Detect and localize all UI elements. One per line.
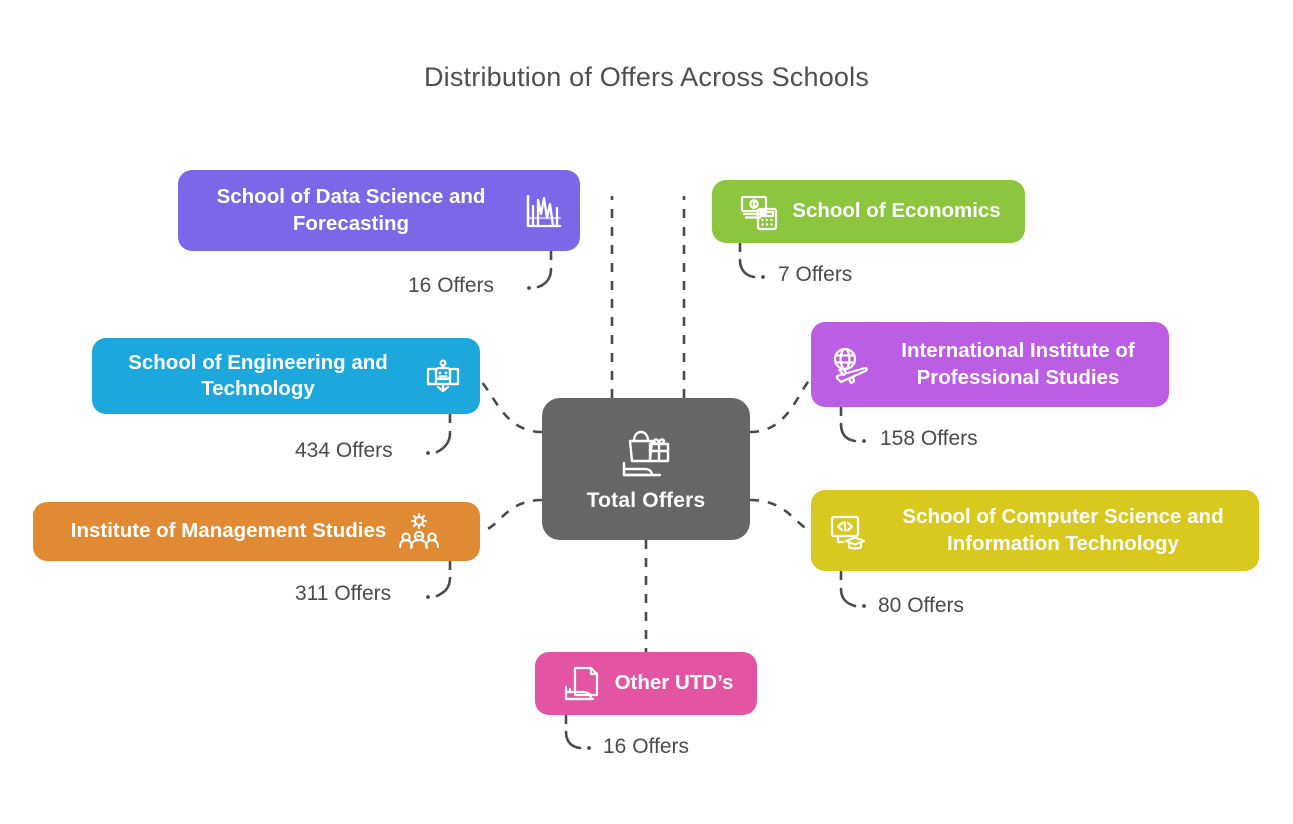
offer-count-cs: 80 Offers <box>878 594 964 617</box>
hook-utd <box>564 730 582 750</box>
team-gear-icon <box>396 509 442 555</box>
connector-ims-trunk <box>479 498 543 534</box>
node-label-dsf: School of Data Science and Forecasting <box>216 185 486 235</box>
dot-set <box>426 451 430 455</box>
node-label-iips: International Institute of Professional … <box>901 339 1135 389</box>
hook-set <box>435 431 452 454</box>
bar-chart-icon <box>520 188 566 234</box>
dot-eco <box>761 275 765 279</box>
node-school-of-data-science-and-forecasting[interactable]: School of Data Science and Forecasting <box>178 170 580 251</box>
offer-count-iips: 158 Offers <box>880 427 978 450</box>
center-node-total-offers[interactable]: Total Offers <box>542 398 750 540</box>
center-node-label: Total Offers <box>586 489 706 512</box>
node-label-utd: Other UTD’s <box>614 671 734 695</box>
document-desk-icon <box>559 661 605 707</box>
node-school-of-economics[interactable]: School of Economics <box>712 180 1025 243</box>
node-other-utds[interactable]: Other UTD’s <box>535 652 757 715</box>
node-label-ims: Institute of Management Studies <box>70 519 387 543</box>
node-label-set: School of Engineering and Technology <box>128 350 388 400</box>
dot-iips <box>862 439 866 443</box>
offer-count-set: 434 Offers <box>295 439 393 462</box>
offer-count-ims: 311 Offers <box>295 582 392 605</box>
code-graduation-icon <box>825 508 871 554</box>
money-calculator-icon <box>736 189 782 235</box>
hook-cs <box>839 587 857 608</box>
node-institute-of-management-studies[interactable]: Institute of Management Studies <box>33 502 480 561</box>
connector-cs-trunk <box>749 498 812 533</box>
node-school-of-computer-science-and-information-technology[interactable]: School of Computer Science and Informati… <box>811 490 1259 571</box>
node-school-of-engineering-and-technology[interactable]: School of Engineering and Technology <box>92 338 480 414</box>
node-label-cs: School of Computer Science and Informati… <box>902 505 1224 555</box>
offer-count-utd: 16 Offers <box>603 735 689 758</box>
hook-dsf <box>536 267 553 289</box>
hook-ims <box>435 576 452 598</box>
hook-eco <box>738 258 756 279</box>
dot-utd <box>587 746 591 750</box>
robot-book-icon <box>420 353 466 399</box>
offer-count-eco: 7 Offers <box>778 263 853 286</box>
offer-count-dsf: 16 Offers <box>408 274 494 297</box>
page-title: Distribution of Offers Across Schools <box>423 62 870 92</box>
node-label-eco: School of Economics <box>792 199 1001 223</box>
hook-iips <box>839 422 857 443</box>
connector-set-trunk <box>479 379 543 434</box>
dot-cs <box>862 604 866 608</box>
connector-iips-trunk <box>749 377 813 434</box>
globe-plane-icon <box>825 342 871 388</box>
dot-dsf <box>527 286 531 290</box>
node-international-institute-of-professional-studies[interactable]: International Institute of Professional … <box>811 322 1169 407</box>
dot-ims <box>426 595 430 599</box>
shopping-bag-gift-icon <box>616 425 676 483</box>
